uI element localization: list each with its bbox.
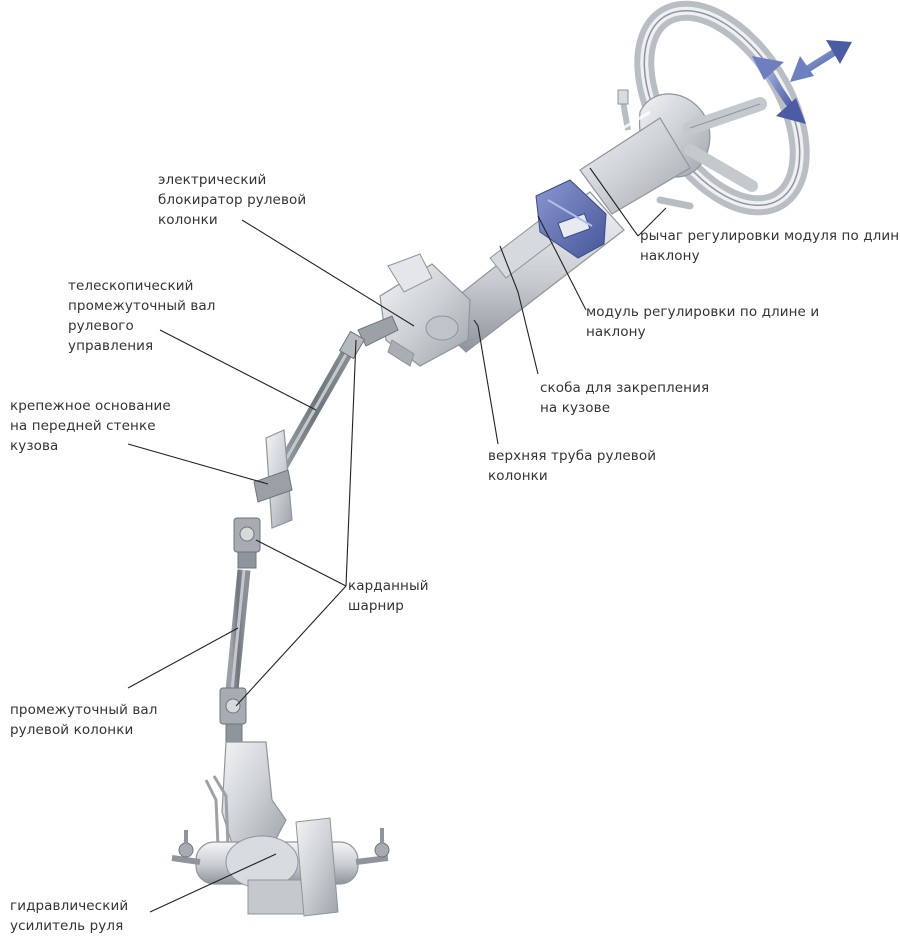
- leader-telescopic: [159, 329, 317, 411]
- telescopic-shaft: [274, 315, 399, 476]
- label-telescopic-shaft: телескопический промежуточный вал рулево…: [68, 276, 216, 356]
- label-line: промежуточный вал: [68, 298, 216, 314]
- adjustment-module: [535, 179, 607, 259]
- firewall-mount: [253, 429, 293, 529]
- universal-joint-lower: [219, 687, 247, 745]
- label-line: наклону: [586, 324, 646, 340]
- leader-joint-c: [235, 585, 347, 707]
- label-line: модуль регулировки по длине и: [586, 304, 820, 320]
- label-intermediate-shaft: промежуточный вал рулевой колонки: [10, 700, 158, 740]
- universal-joint-middle: [233, 517, 261, 569]
- label-steering-lock: электрический блокиратор рулевой колонки: [158, 170, 306, 230]
- label-universal-joint: карданный шарнир: [348, 576, 429, 616]
- label-line: усилитель руля: [10, 918, 124, 934]
- label-line: кузова: [10, 438, 59, 454]
- leader-bracket: [499, 245, 539, 375]
- leader-booster: [149, 853, 277, 913]
- label-power-steering: гидравлический усилитель руля: [10, 896, 128, 936]
- leader-module: [537, 215, 587, 311]
- label-line: рычаг регулировки модуля по длине и: [640, 228, 900, 244]
- leader-mount: [127, 443, 269, 485]
- leader-lever-b: [637, 207, 667, 237]
- label-adjust-lever: рычаг регулировки модуля по длине и накл…: [640, 226, 900, 266]
- label-line: рулевой колонки: [10, 722, 134, 738]
- power-steering-rack: [171, 741, 390, 917]
- label-body-bracket: скоба для закрепления на кузове: [540, 378, 709, 418]
- steering-lock-housing: [379, 253, 471, 367]
- label-line: карданный: [348, 578, 429, 594]
- label-upper-tube: верхняя труба рулевой колонки: [488, 446, 656, 486]
- label-line: на передней стенке: [10, 418, 156, 434]
- label-line: блокиратор рулевой: [158, 192, 307, 208]
- label-line: на кузове: [540, 400, 611, 416]
- intermediate-shaft: [225, 569, 251, 691]
- double-headed-arrows-icon: [752, 40, 852, 124]
- label-line: наклону: [640, 248, 700, 264]
- label-line: рулевого: [68, 318, 134, 334]
- label-line: промежуточный вал: [10, 702, 158, 718]
- label-line: телескопический: [68, 278, 194, 294]
- leader-lock: [241, 219, 415, 327]
- label-line: крепежное основание: [10, 398, 171, 414]
- label-firewall-mount: крепежное основание на передней стенке к…: [10, 396, 171, 456]
- leader-lines: [127, 167, 667, 913]
- leader-lever-a: [589, 167, 639, 237]
- leader-intermediate: [127, 627, 239, 689]
- label-line: управления: [68, 338, 154, 354]
- label-line: колонки: [488, 468, 548, 484]
- label-line: скоба для закрепления: [540, 380, 710, 396]
- label-line: верхняя труба рулевой: [488, 448, 657, 464]
- leader-joint-a: [255, 539, 347, 587]
- label-line: шарнир: [348, 598, 404, 614]
- label-adjust-module: модуль регулировки по длине и наклону: [586, 302, 819, 342]
- leader-tube: [473, 319, 499, 445]
- leader-joint-b: [345, 339, 357, 587]
- label-line: электрический: [158, 172, 267, 188]
- label-line: гидравлический: [10, 898, 129, 914]
- label-line: колонки: [158, 212, 218, 228]
